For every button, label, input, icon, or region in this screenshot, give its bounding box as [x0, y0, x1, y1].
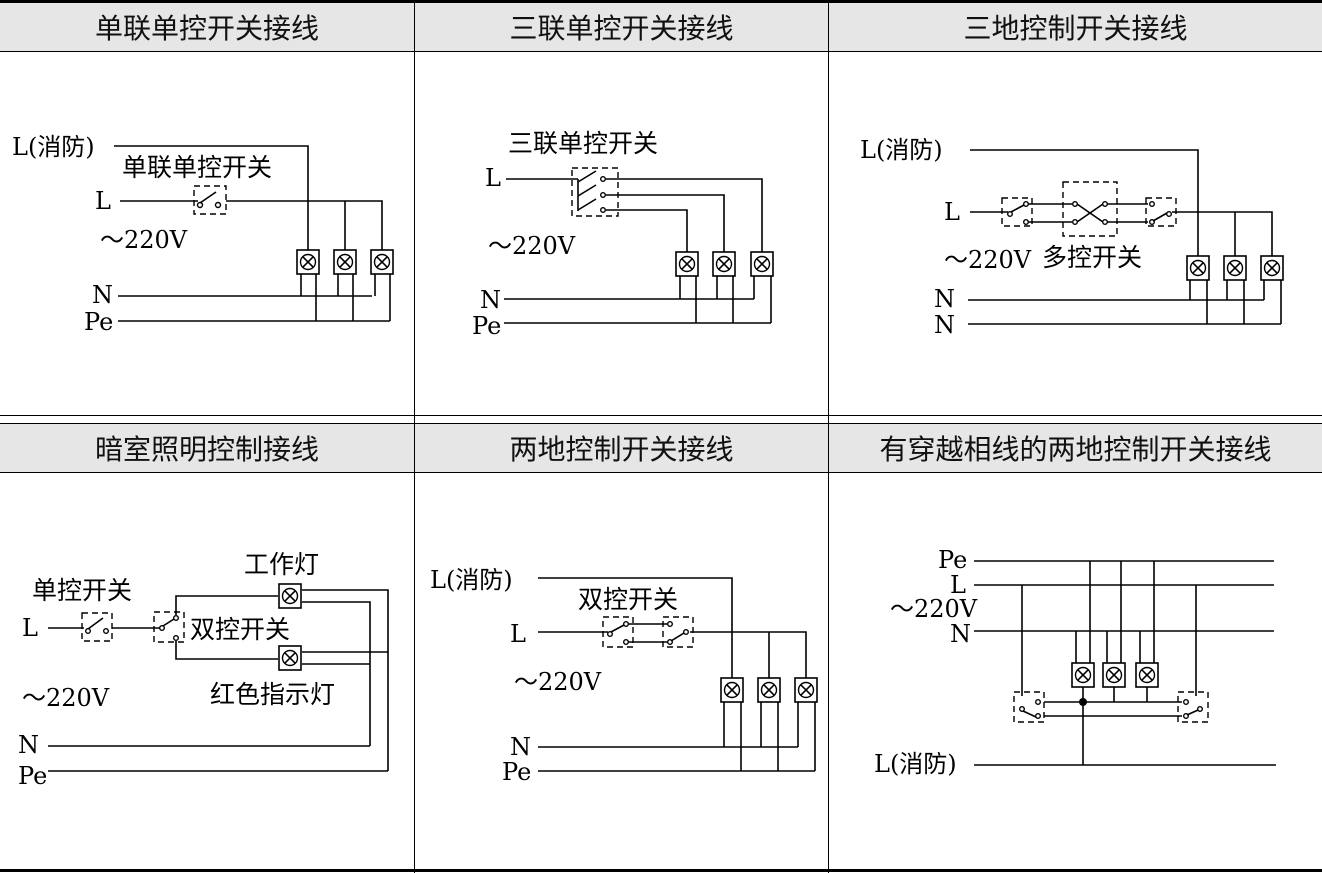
- lamp-3: [794, 677, 818, 703]
- wire-sw-1: [606, 178, 763, 266]
- label-pe: Pe: [18, 762, 47, 790]
- table-bottom-rule: [0, 869, 1322, 872]
- lamp-1: [296, 249, 320, 275]
- lamp-3: [750, 251, 774, 277]
- switch-left: [1001, 197, 1033, 227]
- label-double-switch: 双控开关: [190, 615, 290, 644]
- label-double-switch: 双控开关: [578, 585, 678, 614]
- label-l: L: [944, 198, 960, 226]
- label-n: N: [480, 286, 501, 314]
- single-switch-box: [81, 612, 113, 642]
- label-pe: Pe: [502, 758, 531, 786]
- column-divider-2: [828, 0, 829, 873]
- label-voltage: ～220V: [488, 232, 576, 260]
- label-single-switch: 单控开关: [32, 576, 132, 605]
- wire-l-fire: [538, 577, 733, 690]
- label-l-fire: L(消防): [860, 136, 943, 164]
- panel-title-3: 三地控制开关接线: [829, 3, 1322, 52]
- wire-l-fire: [114, 145, 309, 262]
- lamp-1: [675, 251, 699, 277]
- panel-title-5: 两地控制开关接线: [415, 424, 828, 473]
- label-l: L: [510, 620, 526, 648]
- label-switch: 单联单控开关: [122, 153, 272, 182]
- label-l: L: [485, 164, 501, 192]
- label-voltage: ～220V: [514, 668, 602, 696]
- diagram-triple-gang-switch: 三联单控开关 L ～220V N Pe: [472, 129, 774, 340]
- lamp-2: [757, 677, 781, 703]
- label-pe: Pe: [938, 546, 967, 574]
- label-voltage: ～220V: [944, 246, 1032, 274]
- label-l: L: [22, 614, 38, 642]
- wire-sw-3: [606, 209, 688, 266]
- switch-right: [1177, 691, 1209, 723]
- lamp-2: [333, 249, 357, 275]
- label-n: N: [92, 281, 113, 309]
- label-pe: Pe: [472, 312, 501, 340]
- label-n: N: [18, 731, 39, 759]
- label-n-1: N: [934, 285, 955, 313]
- lamp-3: [1260, 255, 1284, 281]
- lamp-2: [1102, 662, 1126, 688]
- lamp-3: [1135, 662, 1159, 688]
- lamp-3: [370, 249, 394, 275]
- label-l: L: [95, 187, 111, 215]
- lamp-1: [720, 677, 744, 703]
- label-red-lamp: 红色指示灯: [210, 680, 335, 709]
- double-switch-box: [153, 611, 185, 643]
- wire-switch-out: [690, 631, 807, 690]
- wire-switch-out: [1172, 211, 1273, 268]
- diagram-two-location-switch: L(消防) 双控开关 L ～220V N Pe: [430, 566, 818, 786]
- panel-title-2: 三联单控开关接线: [415, 3, 828, 52]
- label-l: L: [950, 571, 966, 599]
- diagram-two-location-crossing-phase: Pe L ～220V N L(消防): [874, 546, 1276, 778]
- label-pe: Pe: [84, 308, 113, 336]
- switch-box: [193, 185, 227, 215]
- label-switch: 三联单控开关: [508, 129, 658, 158]
- lamp-1: [1186, 255, 1210, 281]
- label-n: N: [950, 620, 971, 648]
- switch-middle: [1062, 181, 1118, 237]
- label-voltage: ～220V: [100, 226, 188, 254]
- switch-left: [1013, 691, 1045, 723]
- work-lamp: [278, 583, 302, 609]
- diagram-single-gang-switch: L(消防) 单联单控开关 L ～220V N Pe: [12, 133, 394, 336]
- label-l-fire: L(消防): [874, 750, 957, 778]
- table-mid-rule: [0, 415, 1322, 416]
- label-work-lamp: 工作灯: [244, 550, 319, 579]
- switch-box: [571, 167, 619, 217]
- switch-blade: [199, 191, 217, 204]
- panel-title-4: 暗室照明控制接线: [0, 424, 414, 473]
- panel-title-6: 有穿越相线的两地控制开关接线: [829, 424, 1322, 473]
- wire-sw-2: [606, 194, 725, 266]
- table-mid-rule-2: [0, 423, 1322, 424]
- lamp-2: [1223, 255, 1247, 281]
- column-divider-1: [414, 0, 415, 873]
- red-lamp: [278, 645, 302, 671]
- label-multi-switch: 多控开关: [1042, 243, 1142, 272]
- wire-l-fire: [970, 149, 1199, 268]
- wire-switch-out: [226, 200, 383, 262]
- label-n: N: [510, 733, 531, 761]
- table-top-rule: [0, 0, 1322, 3]
- label-n-2: N: [934, 311, 955, 339]
- diagram-three-location-switch: L(消防) L ～220V 多控开关 N N: [860, 136, 1284, 339]
- lamp-1: [1071, 662, 1095, 688]
- label-l-fire: L(消防): [430, 566, 513, 594]
- label-voltage: ～220V: [890, 595, 978, 623]
- diagram-darkroom-lighting: 工作灯 单控开关 L 双控开关 红色指示灯 ～220V N Pe: [18, 550, 389, 790]
- switch-left: [602, 616, 634, 648]
- label-l-fire: L(消防): [12, 133, 95, 161]
- lamp-2: [712, 251, 736, 277]
- panel-title-1: 单联单控开关接线: [0, 3, 414, 52]
- label-voltage: ～220V: [22, 684, 110, 712]
